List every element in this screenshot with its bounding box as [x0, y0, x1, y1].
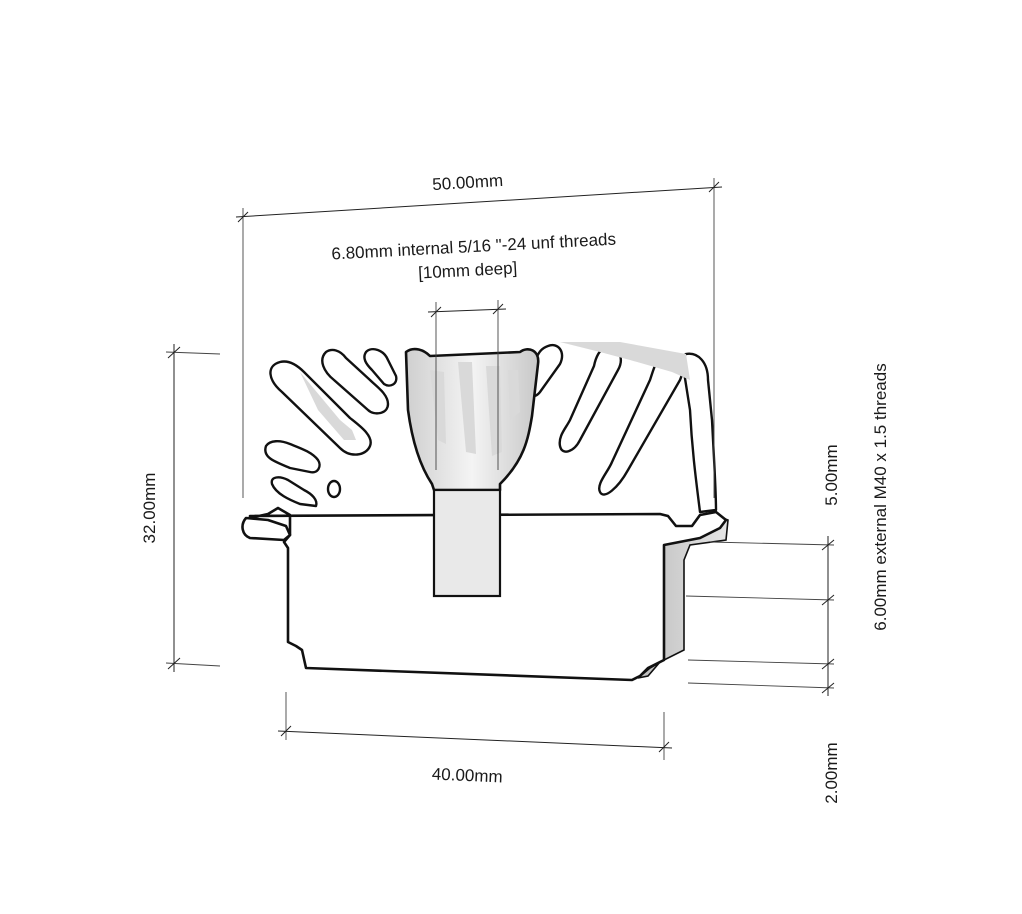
thread-groove-1 [430, 370, 446, 444]
inner-thread-depth-label: [10mm deep] [418, 258, 518, 282]
fin-left-2 [321, 348, 390, 415]
fin-left-dot [326, 479, 342, 499]
dim-height-label: 32.00mm [140, 473, 159, 544]
fin-right-2 [558, 346, 623, 453]
left-flange [241, 516, 292, 542]
fin-left-3 [264, 440, 321, 474]
center-bore [432, 488, 502, 598]
thread-groove-2 [458, 362, 476, 454]
dim-lip-height-label: 2.00mm [822, 742, 841, 803]
dim-overall-width-label: 50.00mm [432, 171, 504, 194]
dim-flange-height-label: 5.00mm [822, 444, 841, 505]
dim-base-width: 40.00mm [277, 692, 673, 787]
fin-right-shade [560, 342, 690, 380]
dim-right-stack: 5.00mm 6.00mm external M40 x 1.5 threads… [685, 363, 890, 804]
dim-height: 32.00mm [140, 344, 221, 672]
fin-left-5 [363, 348, 398, 387]
dim-base-width-label: 40.00mm [431, 764, 503, 786]
thread-groove-4 [508, 370, 520, 420]
fin-left-shade [300, 372, 356, 440]
part-model [241, 342, 729, 682]
dim-external-thread-label: 6.00mm external M40 x 1.5 threads [871, 363, 890, 630]
dim-overall-width: 50.00mm [235, 171, 723, 498]
inner-thread-label: 6.80mm internal 5/16 "-24 unf threads [331, 230, 616, 264]
fin-left-4 [270, 476, 318, 508]
